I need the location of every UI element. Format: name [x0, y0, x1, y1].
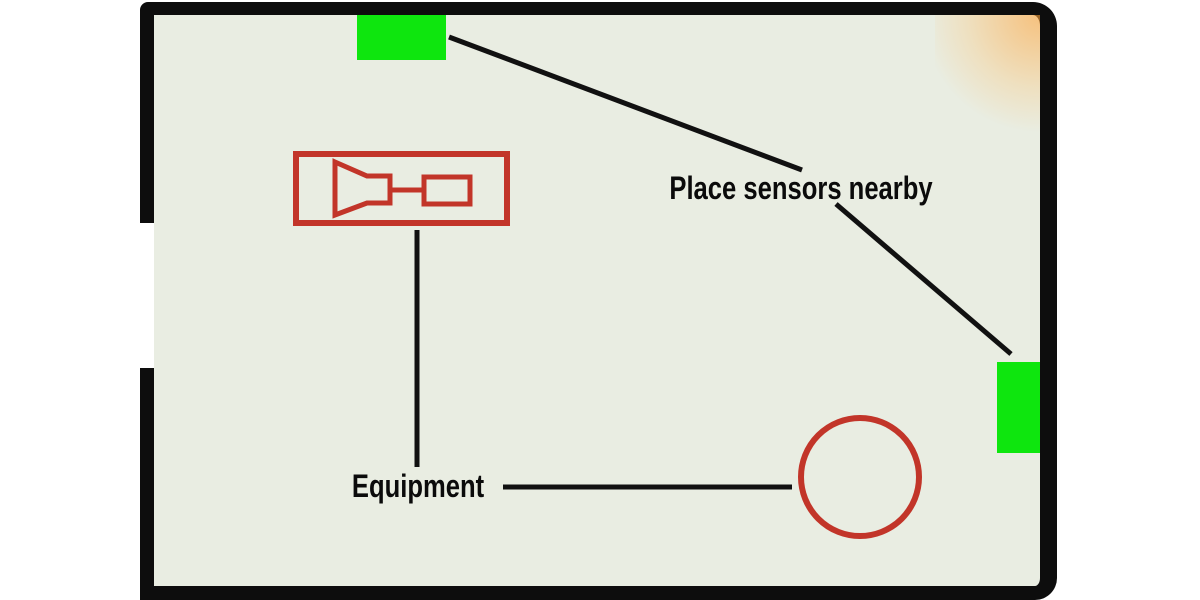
leader-line-right-sensor: [834, 202, 1013, 356]
equipment-box: [293, 151, 510, 226]
equipment-label-text: Equipment: [351, 468, 485, 504]
corner-light-glow: [935, 15, 1040, 140]
room-walls: [140, 2, 1057, 600]
equipment-circle: [798, 415, 922, 539]
sensor-marker-top: [357, 15, 446, 60]
sensor-marker-right: [997, 362, 1040, 453]
siren-horn-bell: [332, 158, 393, 219]
equipment-label: Equipment: [335, 470, 500, 502]
door-opening: [137, 223, 154, 368]
siren-horn-icon: [332, 158, 473, 219]
leader-line-top-sensor: [448, 34, 803, 173]
sensors-label-text: Place sensors nearby: [669, 170, 933, 206]
sensors-label: Place sensors nearby: [636, 172, 965, 204]
siren-horn-body: [421, 174, 473, 207]
